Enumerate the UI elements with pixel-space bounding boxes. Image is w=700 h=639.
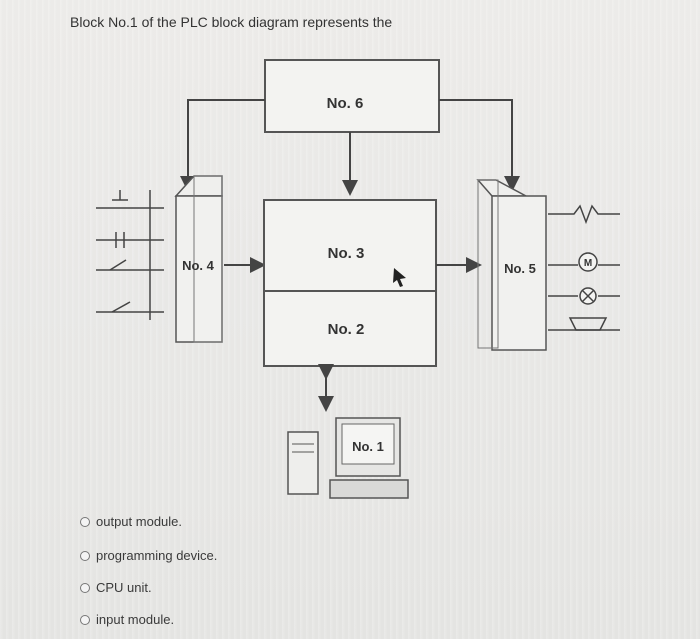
- option-label: CPU unit.: [96, 580, 152, 595]
- block-no4: [174, 175, 223, 343]
- block-cpu: [263, 199, 437, 367]
- block-no6: [264, 59, 440, 133]
- radio-icon[interactable]: [80, 516, 90, 527]
- output-devices-icon: [548, 204, 620, 331]
- motor-icon: M: [584, 258, 592, 269]
- connector-6-to-4: [180, 99, 265, 192]
- block-no1-label: No. 1: [352, 439, 384, 454]
- block-no6-label: No. 6: [327, 95, 364, 112]
- option-cpu-unit[interactable]: CPU unit.: [80, 580, 152, 595]
- option-label: programming device.: [96, 548, 218, 563]
- radio-icon[interactable]: [80, 614, 90, 625]
- block-no5-label: No. 5: [504, 261, 536, 276]
- radio-icon[interactable]: [80, 582, 90, 593]
- question-text: Block No.1 of the PLC block diagram repr…: [70, 14, 393, 30]
- block-no2-label: No. 2: [328, 321, 365, 338]
- block-no3-label: No. 3: [328, 245, 365, 262]
- connector-6-to-5: [439, 99, 520, 192]
- block-no5: [476, 179, 547, 351]
- option-programming-device[interactable]: programming device.: [80, 548, 217, 563]
- option-label: input module.: [96, 612, 175, 627]
- block-no1: [287, 417, 409, 499]
- option-input-module[interactable]: input module.: [80, 612, 174, 627]
- block-no4-label: No. 4: [182, 258, 215, 273]
- option-label: output module.: [96, 514, 183, 529]
- option-output-module[interactable]: output module.: [80, 514, 182, 529]
- radio-icon[interactable]: [80, 550, 90, 561]
- mouse-cursor-icon: [393, 268, 406, 287]
- input-switches-icon: [96, 190, 164, 320]
